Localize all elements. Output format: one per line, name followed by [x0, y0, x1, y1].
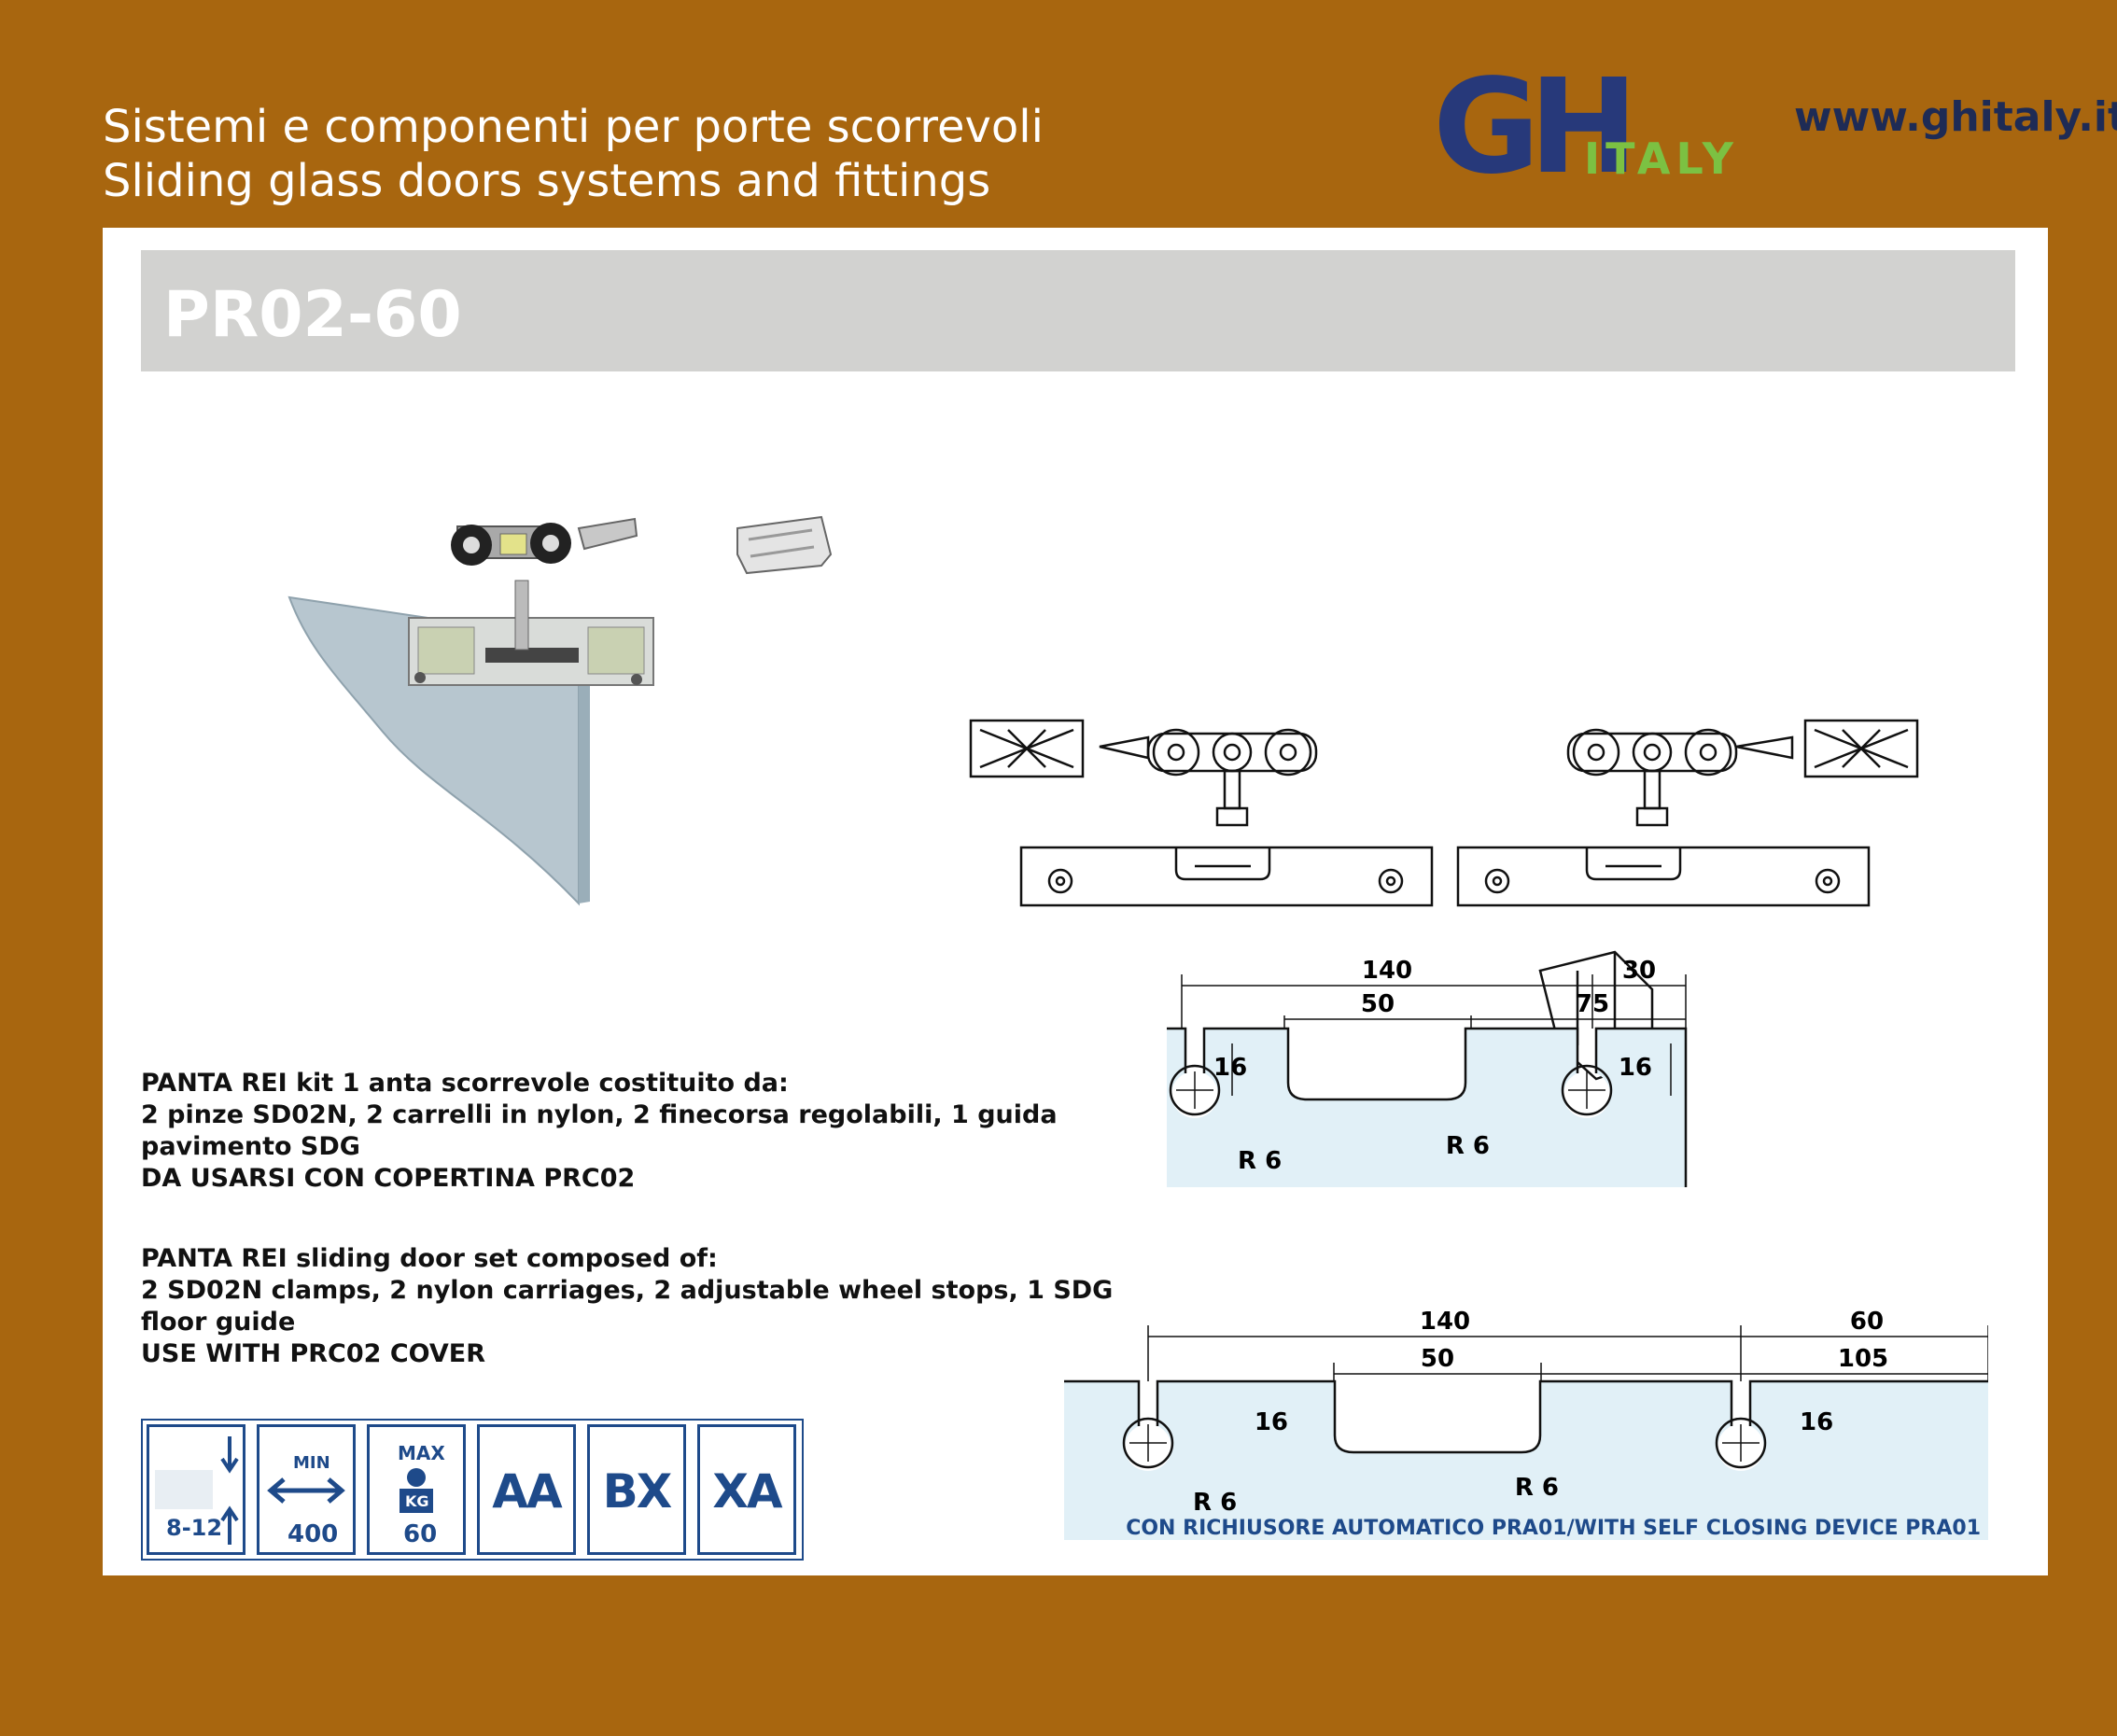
product-sheet: PR02-60: [103, 228, 2048, 1575]
website-link[interactable]: www.ghitaly.it: [1794, 93, 2117, 141]
icon-strip-frame: [141, 1419, 804, 1561]
dimension-label: 16: [1619, 1054, 1652, 1082]
dimension-drawing-2: 140 60 50 105 16 16 R 6 R 6 CON RICHIUSO…: [1064, 1308, 1988, 1540]
logo-word: ITALY: [1584, 133, 1739, 179]
min-width-icon: MIN 400: [257, 1424, 356, 1555]
code-label: XA: [712, 1464, 782, 1519]
code-label: BX: [602, 1464, 673, 1519]
header-line-italian: Sistemi e componenti per porte scorrevol…: [103, 101, 1044, 153]
dimension-label: 16: [1213, 1054, 1247, 1082]
min-label: MIN: [293, 1453, 330, 1473]
glass-thickness-icon: 8-12: [147, 1424, 245, 1555]
header-line-english: Sliding glass doors systems and fittings: [103, 155, 991, 207]
dimension-label: 140: [1362, 957, 1412, 985]
title-bar: PR02-60: [141, 250, 2015, 371]
description-line: 2 pinze SD02N, 2 carrelli in nylon, 2 fi…: [141, 1100, 1058, 1129]
code-icon-aa: AA: [477, 1424, 576, 1555]
dimension-label: 16: [1800, 1408, 1833, 1436]
dimension-label: 50: [1361, 990, 1395, 1018]
dimension-label: R 6: [1193, 1489, 1237, 1517]
code-label: AA: [492, 1464, 562, 1519]
description-line: DA USARSI CON COPERTINA PRC02: [141, 1164, 636, 1193]
max-label: MAX: [398, 1442, 445, 1464]
description-line: 2 SD02N clamps, 2 nylon carriages, 2 adj…: [141, 1276, 1114, 1305]
description-line: PANTA REI kit 1 anta scorrevole costitui…: [141, 1069, 789, 1098]
spec-icon-strip: 8-12 MIN 400 MAX KG 60 AA BX XA: [141, 1419, 806, 1562]
max-weight-icon: MAX KG 60: [367, 1424, 466, 1555]
dimension-label: R 6: [1515, 1474, 1559, 1502]
self-closing-note: CON RICHIUSORE AUTOMATICO PRA01/WITH SEL…: [1126, 1517, 1981, 1540]
weight-icon: [400, 1468, 433, 1513]
double-arrow-icon: [267, 1477, 345, 1504]
description-line: floor guide: [141, 1308, 296, 1337]
code-icon-bx: BX: [587, 1424, 686, 1555]
gh-italy-logo: GH ITALY: [1433, 58, 1739, 179]
code-icon-xa: XA: [697, 1424, 796, 1555]
product-3d-illustration: [287, 515, 833, 906]
min-value: 400: [287, 1520, 339, 1548]
description-line: USE WITH PRC02 COVER: [141, 1339, 485, 1368]
kg-label: KG: [405, 1492, 429, 1510]
glass-thickness-value: 8-12: [166, 1515, 223, 1541]
dimension-label: 16: [1255, 1408, 1288, 1436]
description-line: pavimento SDG: [141, 1132, 360, 1161]
dimension-label: 140: [1420, 1308, 1470, 1336]
dimension-label: 30: [1622, 957, 1656, 985]
dimension-label: 50: [1421, 1345, 1454, 1373]
description-english: PANTA REI sliding door set composed of: …: [141, 1243, 1113, 1370]
description-italian: PANTA REI kit 1 anta scorrevole costitui…: [141, 1068, 1058, 1195]
dimension-label: 105: [1838, 1345, 1888, 1373]
dimension-label: 60: [1850, 1308, 1884, 1336]
product-code: PR02-60: [163, 278, 462, 352]
dimension-label: 75: [1576, 990, 1609, 1018]
dimension-label: R 6: [1238, 1147, 1282, 1175]
logo-letters: GH: [1433, 58, 1627, 179]
description-line: PANTA REI sliding door set composed of:: [141, 1244, 718, 1273]
dimension-label: R 6: [1446, 1132, 1490, 1160]
dimension-drawing-1: 140 30 50 75 16 16 R 6 R 6: [1167, 957, 1688, 1187]
max-value: 60: [403, 1520, 438, 1548]
